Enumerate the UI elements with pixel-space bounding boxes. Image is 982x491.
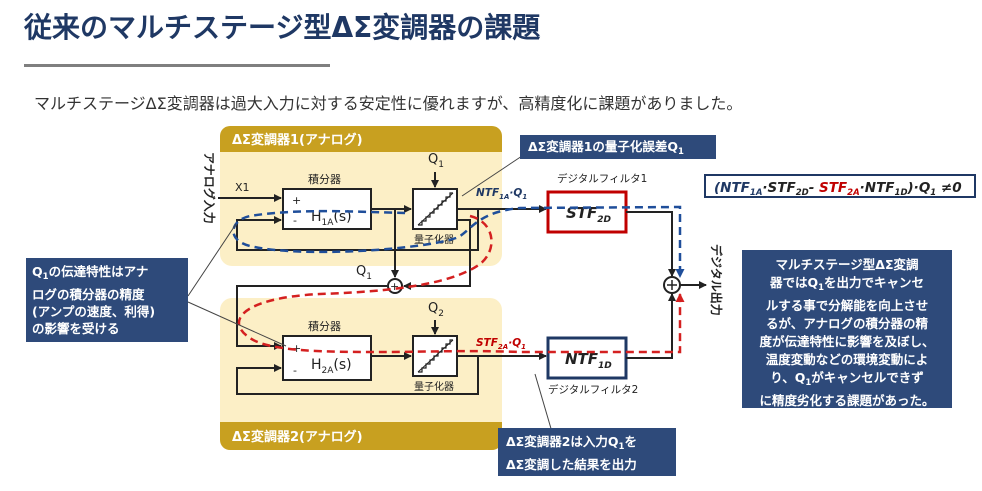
- stage2-transfer-function: H2A(s): [311, 357, 352, 376]
- stage2-output-callout: ΔΣ変調器2は入力Q1を ΔΣ変調した結果を出力: [498, 428, 676, 476]
- stage2-q-label: Q2: [428, 301, 444, 319]
- stage1-label: ΔΣ変調器1(アナログ): [232, 132, 363, 148]
- digital-output-label: デジタル出力: [709, 244, 724, 316]
- slide-subtitle: マルチステージΔΣ変調器は過大入力に対する安定性に優れますが、高精度化に課題があ…: [34, 94, 743, 113]
- q1-to-stage2-wire: [236, 285, 387, 350]
- svg-text:+: +: [390, 280, 399, 293]
- quant-error-leader: [461, 151, 529, 197]
- quant-error-callout: ΔΣ変調器1の量子化誤差Q1: [520, 135, 716, 159]
- q1-node-label: Q1: [356, 264, 372, 282]
- stage1-quantizer-label: 量子化器: [414, 233, 454, 246]
- stf2d-filter-block: [546, 190, 628, 234]
- digital-filter1-label: デジタルフィルタ1: [557, 172, 647, 185]
- stage1-transfer-function: H1A(s): [311, 209, 352, 228]
- red-q1-path: [237, 214, 685, 354]
- slide-title: 従来のマルチステージ型ΔΣ変調器の課題: [24, 11, 541, 44]
- stage1-input-label: X1: [235, 181, 250, 194]
- stage1-q-label: Q1: [428, 152, 444, 170]
- stage1-minus: -: [293, 214, 297, 227]
- q1-transfer-callout: Q1の伝達特性はアナ ログの積分器の精度 (アンプの速度、利得) の影響を受ける: [26, 258, 188, 342]
- stage2-plus: +: [292, 342, 301, 355]
- stage2-label: ΔΣ変調器2(アナログ): [232, 429, 363, 445]
- stage2-feedback-wire: [236, 356, 479, 395]
- ntf1a-q1-signal-label: NTF1A·Q1: [476, 187, 527, 201]
- stage2-quantizer-label: 量子化器: [414, 380, 454, 393]
- stage1-feedback-wire: [236, 209, 479, 251]
- ntf1d-label: NTF1D: [565, 350, 612, 371]
- stage2-integrator-block: [282, 335, 372, 381]
- q1-transfer-leader-1: [187, 223, 237, 297]
- stage1-plus: +: [292, 194, 301, 207]
- q1-transfer-leader-2: [187, 301, 287, 347]
- stf2a-q1-signal-label: STF2A·Q1: [476, 337, 526, 351]
- stage2-integrator-label: 積分器: [308, 319, 341, 333]
- digital-filter2-label: デジタルフィルタ2: [548, 383, 638, 396]
- stage2-minus: -: [293, 364, 297, 377]
- title-underline: [24, 64, 330, 67]
- cancellation-formula: (NTF1A·STF2D- STF2A·NTF1D)·Q1 ≠0: [704, 174, 976, 198]
- stage2-output-leader: [534, 373, 553, 433]
- explanation-callout: マルチステージ型ΔΣ変調 器ではQ1を出力でキャンセ ルする事で分解能を向上させ…: [742, 250, 952, 408]
- analog-input-label: アナログ入力: [202, 152, 217, 224]
- stage1-integrator-label: 積分器: [308, 172, 341, 186]
